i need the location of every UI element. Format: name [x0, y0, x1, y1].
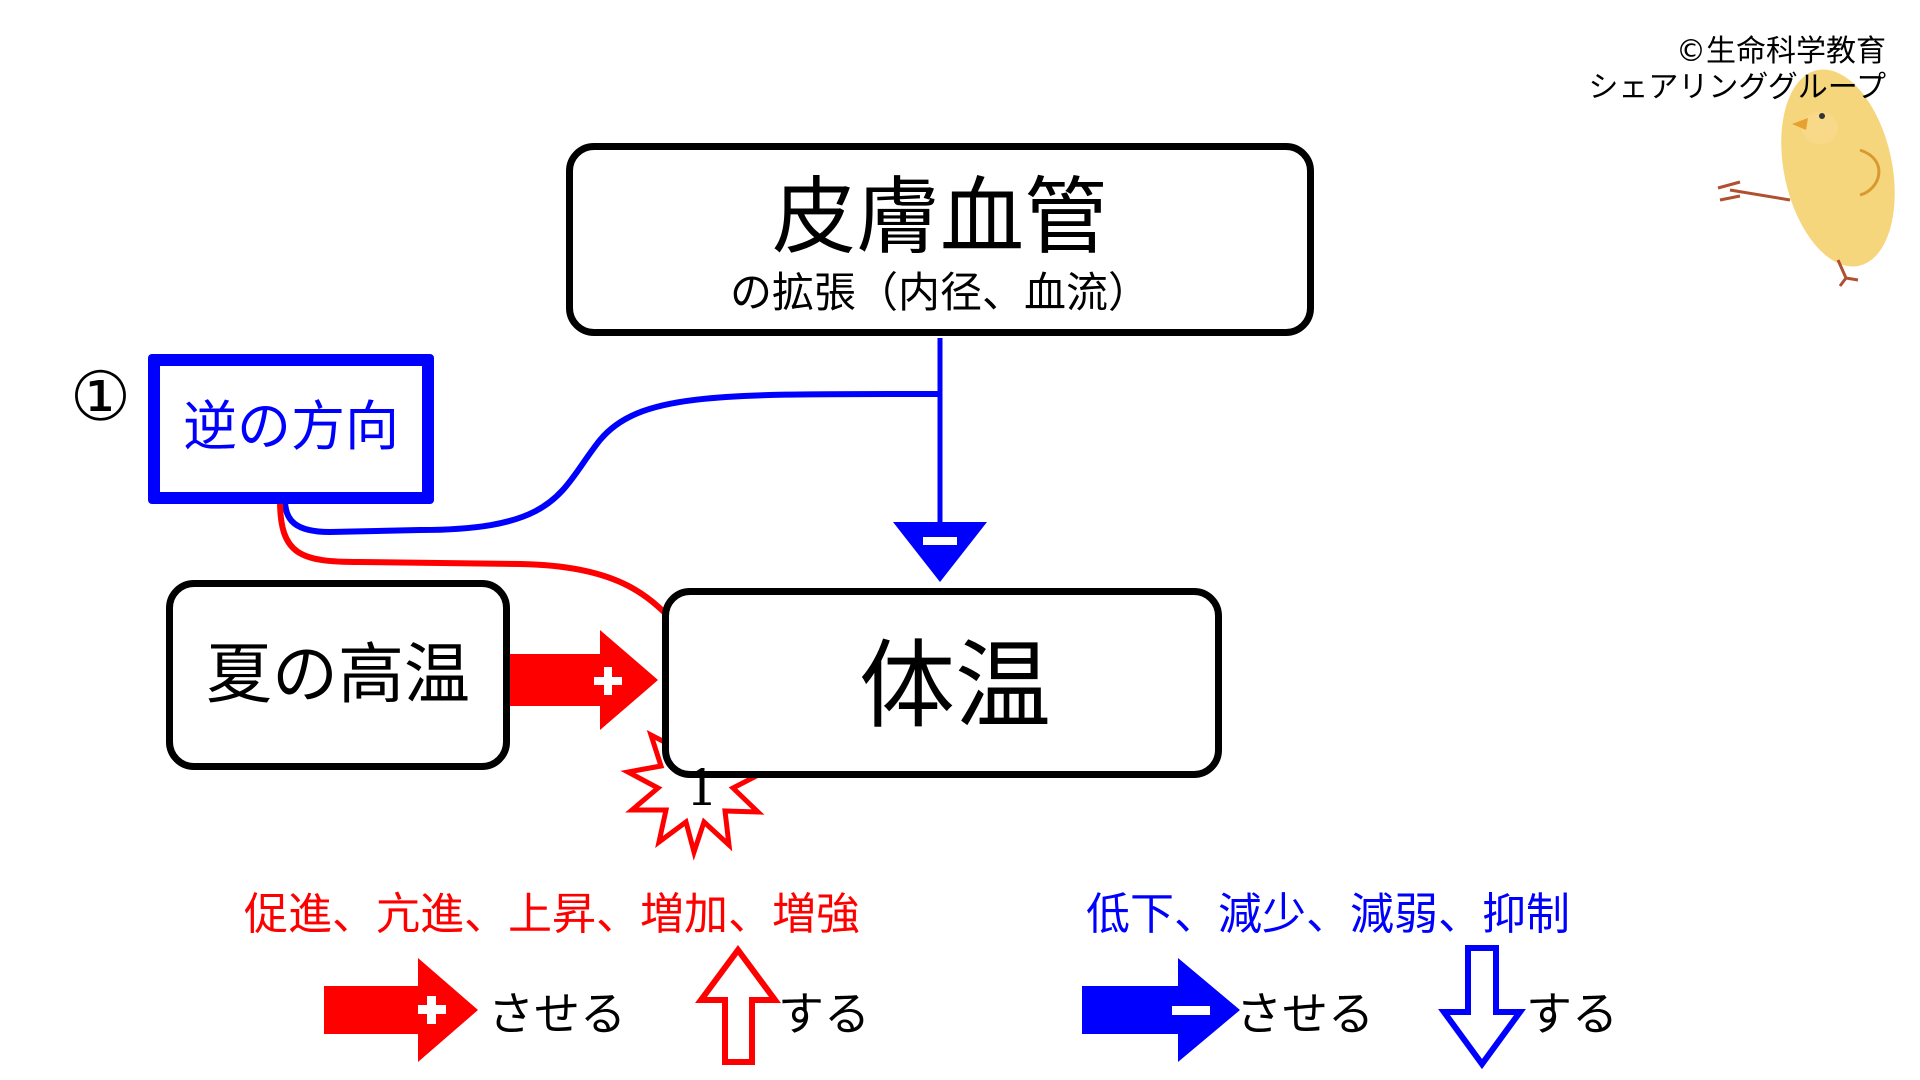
heat-plus-arrow — [508, 630, 658, 730]
credit-line-2: シェアリンググループ — [1588, 70, 1886, 105]
minus-effect-triangle — [893, 522, 987, 582]
legend-minus-sign — [1172, 1006, 1210, 1015]
legend-plus-sign-v — [427, 996, 436, 1024]
chick-icon — [1717, 69, 1895, 287]
legend-cause-label-blue: させる — [1236, 987, 1374, 1041]
summer-heat-node: 夏の高温 — [166, 580, 510, 770]
credit: ©生命科学教育 シェアリンググループ — [1588, 34, 1886, 106]
minus-sign-icon — [923, 537, 957, 545]
stimulus-number: 1 — [686, 759, 718, 817]
skin-vessels-subtitle: の拡張（内径、血流） — [729, 268, 1150, 317]
decrease-words: 低下、減少、減弱、抑制 — [1086, 889, 1570, 940]
legend-cause-label-red: させる — [488, 987, 626, 1041]
credit-line-1: ©生命科学教育 — [1676, 34, 1886, 69]
plus-sign-icon-v — [604, 667, 612, 695]
body-temp-label: 体温 — [859, 630, 1051, 742]
legend-do-label-blue: する — [1526, 987, 1618, 1041]
legend-down-arrow — [1438, 945, 1526, 1070]
reverse-number: ① — [70, 358, 131, 437]
reverse-node: 逆の方向 — [148, 354, 434, 504]
legend-plus-arrow — [324, 958, 478, 1062]
body-temp-node: 体温 — [662, 588, 1222, 778]
legend-up-arrow — [695, 944, 781, 1065]
skin-vessels-node: 皮膚血管 の拡張（内径、血流） — [566, 143, 1314, 336]
increase-words: 促進、亢進、上昇、増加、増強 — [244, 889, 860, 940]
legend-minus-arrow — [1082, 958, 1240, 1062]
skin-vessels-title: 皮膚血管 — [771, 168, 1108, 266]
legend-do-label-red: する — [778, 987, 870, 1041]
reverse-blue-curve — [282, 390, 941, 536]
summer-heat-label: 夏の高温 — [206, 636, 470, 713]
reverse-label: 逆の方向 — [183, 395, 399, 458]
